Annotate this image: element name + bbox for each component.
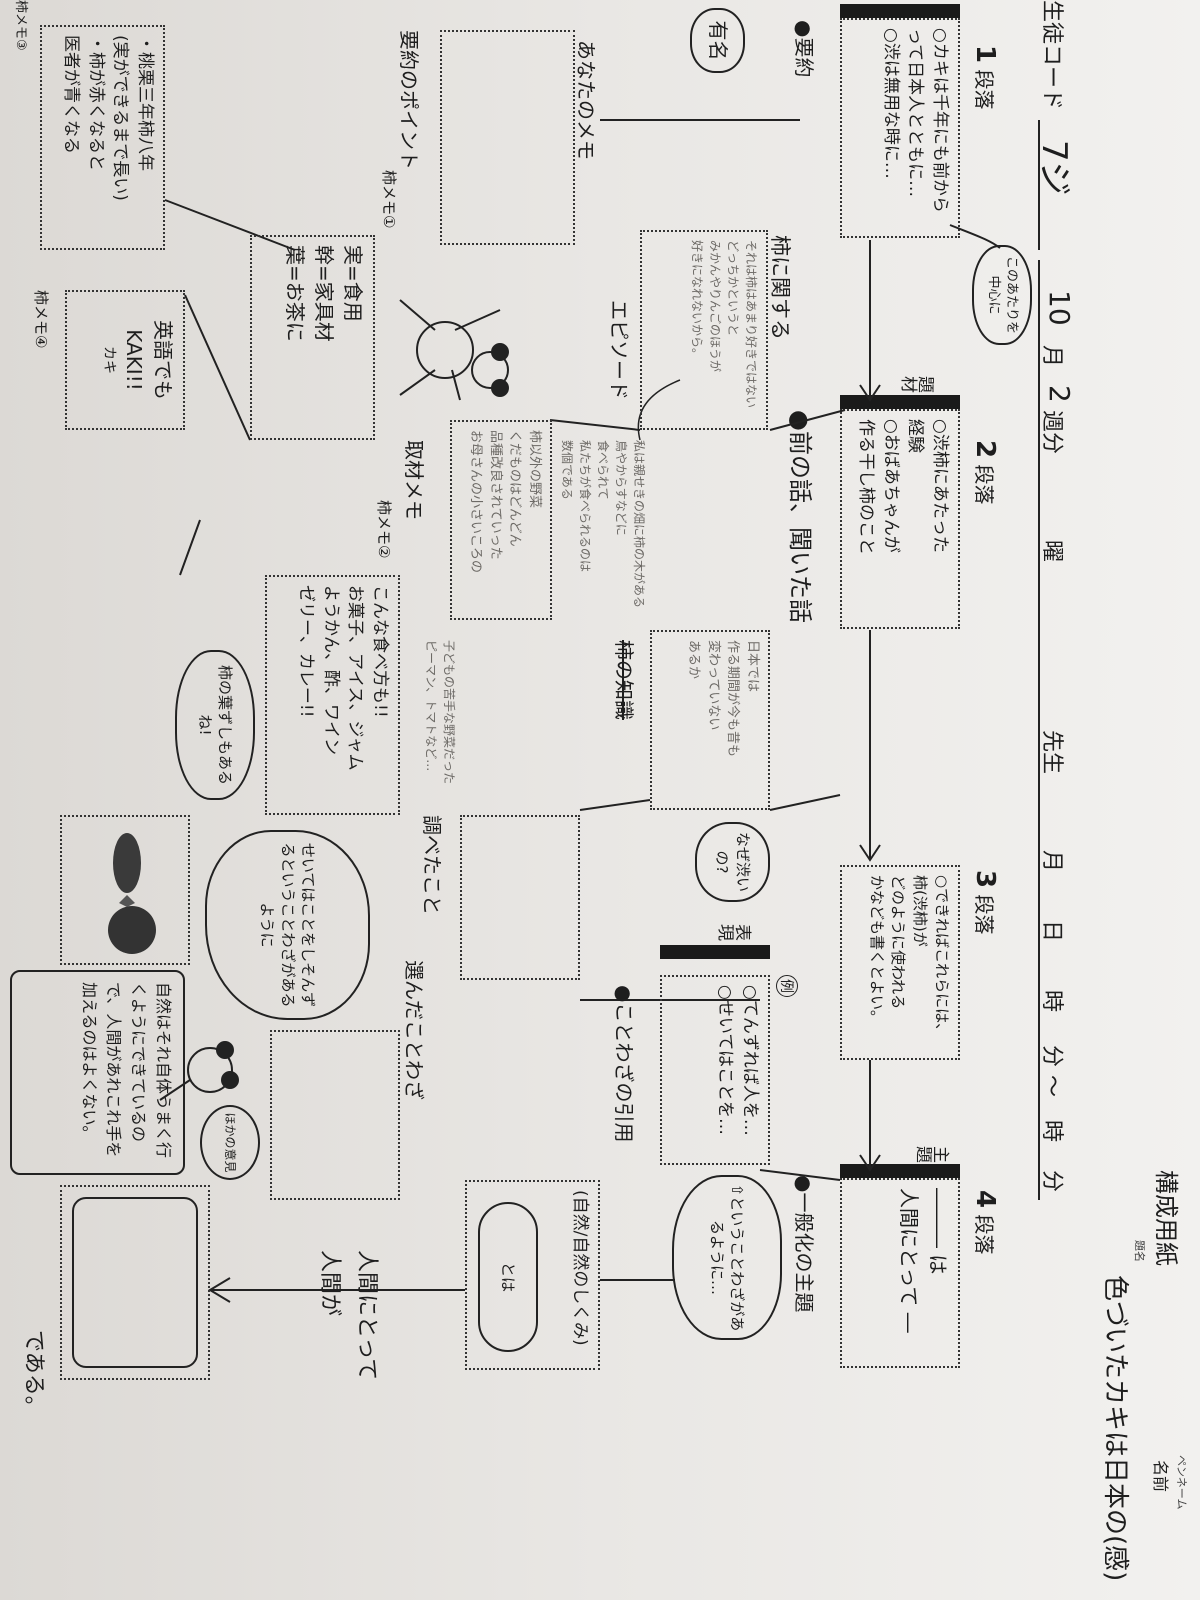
kaki-memo-4-label: 柿メモ④ xyxy=(32,290,50,349)
persimmon-drawing-box xyxy=(60,815,190,965)
chosen-proverb-box xyxy=(270,1030,400,1200)
conclusion-inner-frame xyxy=(72,1197,198,1368)
center-bubble: このあたりを中心に xyxy=(972,245,1032,345)
proverb-caption: ●ことわざの引用 xyxy=(612,985,636,1143)
chosen-proverb-label: 選んだことわざ xyxy=(402,960,426,1100)
kaki-memo-3-box: ・桃栗三年柿八年(実ができるまで長い)・柿が赤くなると医者が青くなる xyxy=(40,25,165,250)
vegetable-notes: 子どもの苦手な野菜だったピーマン、トマトなど… xyxy=(424,640,456,785)
conclusion-end: である。 xyxy=(21,1330,46,1418)
kaki-memo-2-box: こんな食べ方も!!お菓子、アイス、ジャムようかん、酢、ワインゼリー、カレー!! xyxy=(265,575,400,815)
other-opinion-bubble: ほかの意見 xyxy=(200,1105,260,1180)
kaki-memo-1-label: 柿メモ① xyxy=(380,170,398,229)
conclusion-box xyxy=(60,1185,210,1380)
nature-bubble: とは xyxy=(478,1202,538,1352)
kaki-memo-3-label: 柿メモ③ xyxy=(13,0,28,51)
episode-label: エピソード xyxy=(607,300,631,400)
for-humans-text: 人間にとって xyxy=(354,1250,379,1381)
summary-points-label: 要約のポイント xyxy=(397,30,421,170)
interview-memo-label: 取材メモ xyxy=(402,440,426,520)
summary-points-box xyxy=(440,30,575,245)
example-tag: 表現 xyxy=(718,920,752,940)
your-memo-label: あなたのメモ xyxy=(574,40,598,160)
leaf-sushi-bubble: 柿の葉ずしもあるね! xyxy=(175,650,255,800)
nature-opinion-bubble: 自然はそれ自体うまく行くようにできているので、人間があれこれ手を加えるのはよくな… xyxy=(10,970,185,1175)
episode-notes: 私は親せきの畑に柿の木がある鳥やからすなどに食べられて私たちが食べられるのは数個… xyxy=(560,440,646,609)
knowledge-box: 日本では作る期間が今も昔も変わっていないあるか xyxy=(650,630,770,810)
kaki-memo-2-label: 柿メモ② xyxy=(375,500,393,559)
proverb-bubble: ⇧ということわざがあるように… xyxy=(672,1175,782,1340)
vegetable-box: 柿以外の野菜くだものはどんどん品種改良されていったお母さんの小さいころの xyxy=(450,420,552,620)
frog-drawing xyxy=(159,1041,239,1101)
persimmon-icon xyxy=(108,833,156,954)
humans-text: 人間が xyxy=(317,1250,342,1317)
tag-bar xyxy=(660,945,770,959)
episode-box: それは柿はあまり好きではないどっちかというとみかんやりんごのほうが好きになれない… xyxy=(640,230,768,430)
frog-drawing xyxy=(399,299,509,401)
episode-title: 柿に関する xyxy=(768,235,792,340)
example-box: ○てんずれば人を…○せいてはことを… xyxy=(660,975,770,1165)
research-label: 調べたこと xyxy=(420,815,444,915)
nature-box: (自然/自然のしくみ) とは xyxy=(465,1180,600,1370)
research-box xyxy=(460,815,580,980)
kaki-memo-1-box: 実=食用幹=家具材葉=お茶に xyxy=(250,235,375,440)
why-bubble: なぜ渋いの? xyxy=(695,822,770,902)
famous-bubble: 有名 xyxy=(690,8,745,73)
example-label: 例 xyxy=(776,975,798,997)
proverb-example-bubble: せいてはことをしそんずるということわざがあるように xyxy=(205,830,370,1020)
knowledge-label: 柿の知識 xyxy=(612,640,636,720)
